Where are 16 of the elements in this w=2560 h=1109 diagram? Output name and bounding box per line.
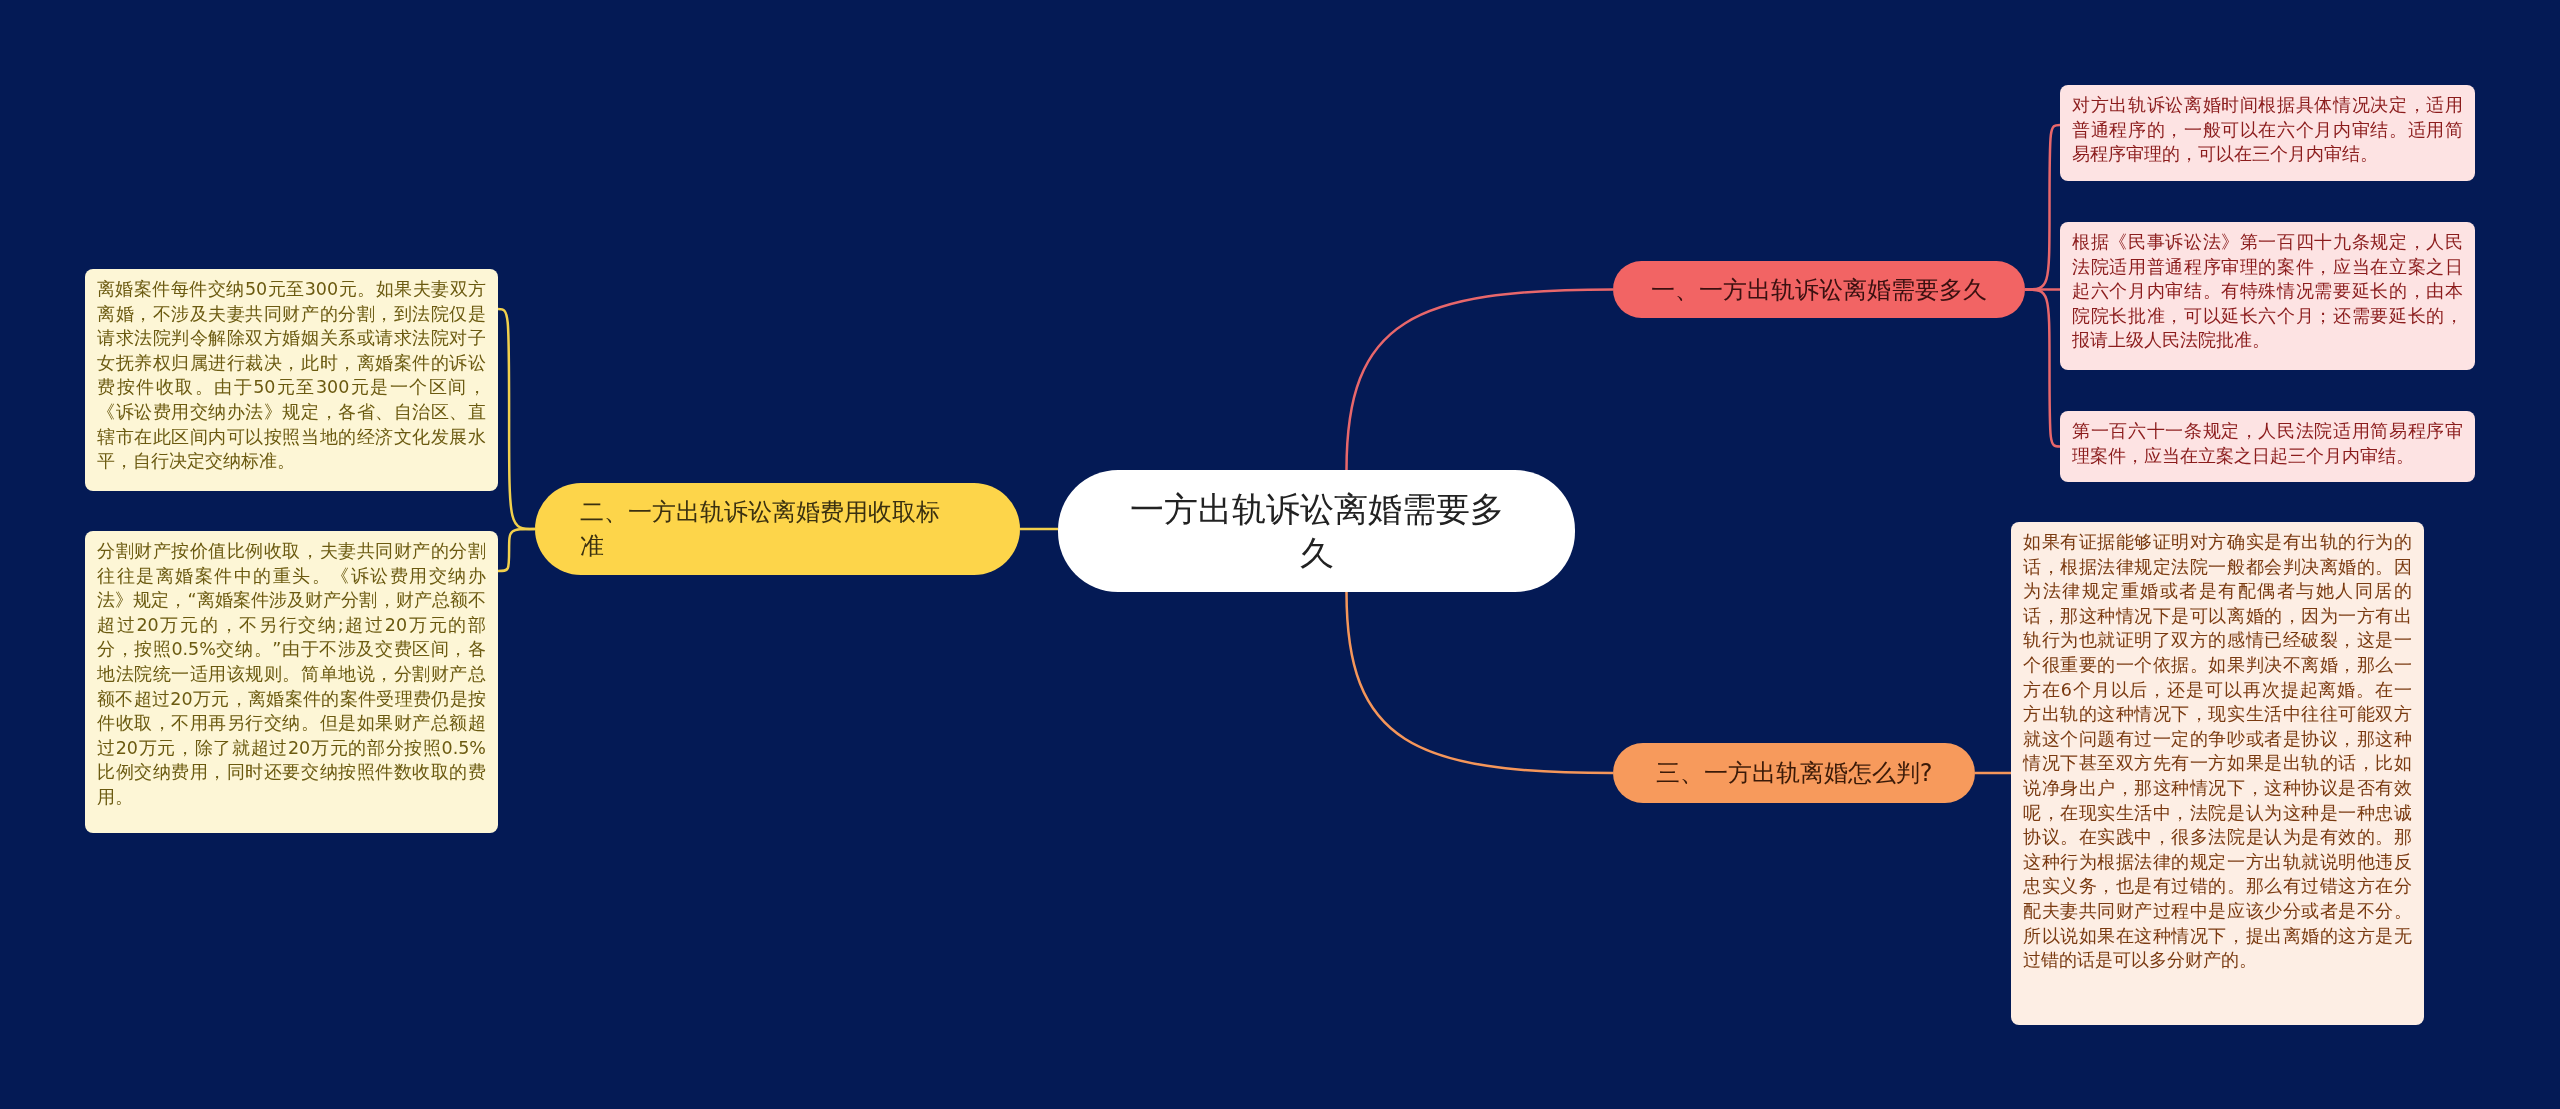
connector-line: [1975, 771, 2011, 775]
branch-topic: 三、一方出轨离婚怎么判?: [1613, 743, 1975, 803]
connector-line: [1345, 591, 1613, 775]
note-box: 第一百六十一条规定，人民法院适用简易程序审理案件，应当在立案之日起三个月内审结。: [2060, 411, 2475, 482]
note-box: 离婚案件每件交纳50元至300元。如果夫妻双方离婚，不涉及夫妻共同财产的分割，到法院仅是请求法院判令解除双方婚姻关系或请求法院对子女抚养权归属进行裁决，此时，离婚案件的诉讼费按件收取。由于50元至300元是一个区间，《诉讼费用交纳办法》规定，各省、自治区、直辖市在此区间内可以按照当地的经济文化发展水平，自行决定交纳标准。: [85, 269, 498, 491]
central-topic: 一方出轨诉讼离婚需要多久: [1058, 470, 1575, 592]
note-box: 如果有证据能够证明对方确实是有出轨的行为的话，根据法律规定法院一般都会判决离婚的。因为法律规定重婚或者是有配偶者与她人同居的话，那这种情况下是可以离婚的，因为一方有出轨行为也就证明了双方的感情已经破裂，这是一个很重要的一个依据。如果判决不离婚，那么一方在6个月以后，还是可以再次提起离婚。在一方出轨的这种情况下，现实生活中往往可能双方就这个问题有过一定的争吵或者是协议，那这种情况下甚至双方先有一方如果是出轨的话，比如说净身出户，那这种情况下，这种协议是否有效呢，在现实生活中，法院是认为这种是一种忠诚协议。在实践中，很多法院是认为是有效的。那这种行为根据法律的规定一方出轨就说明他违反忠实义务，也是有过错的。那么有过错这方在分配夫妻共同财产过程中是应该少分或者是不分。所以说如果在这种情况下，提出离婚的这方是无过错的话是可以多分财产的。: [2011, 522, 2424, 1025]
note-box: 根据《民事诉讼法》第一百四十九条规定，人民法院适用普通程序审理的案件，应当在立案之日起六个月内审结。有特殊情况需要延长的，由本院院长批准，可以延长六个月；还需要延长的，报请上级人民法院批准。: [2060, 222, 2475, 370]
note-box: 分割财产按价值比例收取，夫妻共同财产的分割往往是离婚案件中的重头。《诉讼费用交纳办法》规定，“离婚案件涉及财产分割，财产总额不超过20万元的，不另行交纳;超过20万元的部分，按照0.5%交纳。”由于不涉及交费区间，各地法院统一适用该规则。简单地说，分割财产总额不超过20万元，离婚案件的案件受理费仍是按件收取，不用再另行交纳。但是如果财产总额超过20万元，除了就超过20万元的部分按照0.5%比例交纳费用，同时还要交纳按照件数收取的费用。: [85, 531, 498, 833]
note-box: 对方出轨诉讼离婚时间根据具体情况决定，适用普通程序的，一般可以在六个月内审结。适用简易程序审理的，可以在三个月内审结。: [2060, 85, 2475, 181]
connector-line: [1345, 288, 1613, 471]
branch-topic: 二、一方出轨诉讼离婚费用收取标准: [535, 483, 1020, 575]
connector-line: [498, 527, 535, 573]
connector-line: [1020, 527, 1058, 531]
connector-line: [2025, 288, 2061, 448]
branch-topic: 一、一方出轨诉讼离婚需要多久: [1613, 261, 2025, 318]
